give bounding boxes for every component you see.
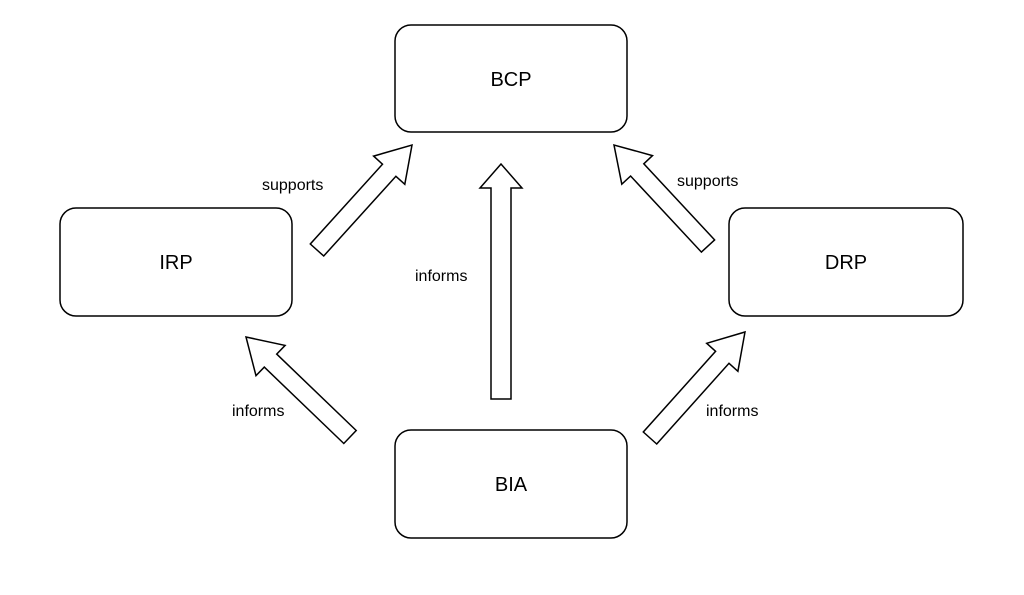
node-drp: DRP	[728, 207, 964, 317]
node-irp-label: IRP	[159, 252, 192, 274]
edge-label-drp-bcp: supports	[677, 173, 738, 190]
edge-label-bia-irp: informs	[232, 403, 284, 420]
arrow-bia-to-drp	[642, 330, 746, 446]
node-drp-label: DRP	[825, 252, 867, 274]
arrow-drp-to-bcp	[613, 143, 716, 254]
arrow-bia-to-bcp	[478, 162, 524, 400]
node-bia: BIA	[394, 429, 628, 539]
arrow-bia-to-irp	[244, 336, 358, 445]
edge-label-bia-bcp: informs	[415, 268, 467, 285]
node-bia-box	[394, 429, 628, 539]
edge-label-irp-bcp: supports	[262, 177, 323, 194]
arrow-irp-to-bcp-shape	[309, 143, 413, 258]
arrow-bia-to-drp-shape	[642, 330, 746, 446]
node-bcp-box	[394, 24, 628, 133]
edge-label-bia-drp: informs	[706, 403, 758, 420]
node-irp-box	[59, 207, 293, 317]
node-bcp-label: BCP	[490, 69, 531, 91]
node-bcp: BCP	[394, 24, 628, 133]
arrow-irp-to-bcp	[309, 143, 413, 258]
node-irp: IRP	[59, 207, 293, 317]
arrow-bia-to-irp-shape	[244, 336, 358, 445]
node-drp-box	[728, 207, 964, 317]
arrow-bia-to-bcp-shape	[478, 162, 524, 400]
node-bia-label: BIA	[495, 474, 528, 496]
arrow-drp-to-bcp-shape	[613, 143, 716, 254]
